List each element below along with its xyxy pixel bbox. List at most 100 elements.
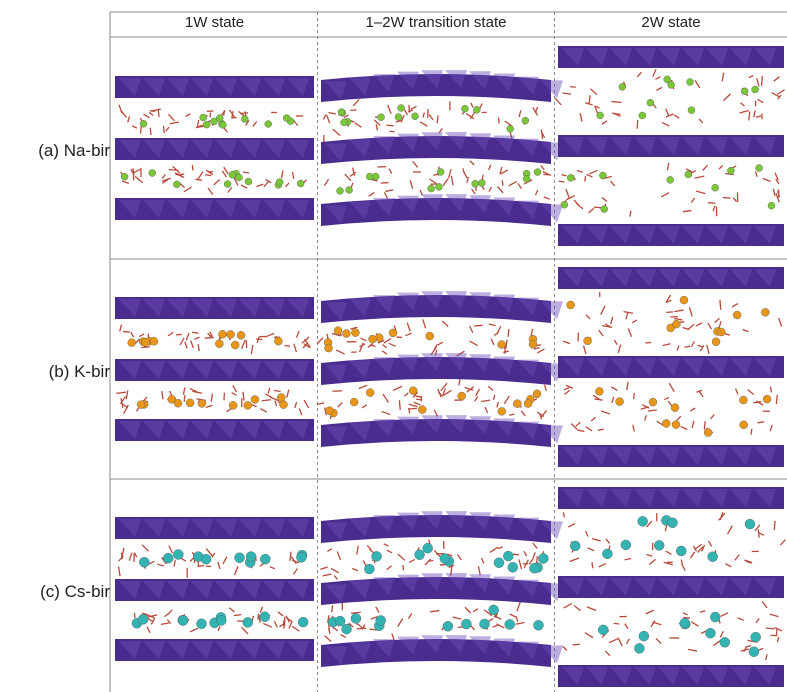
water-molecule	[762, 177, 771, 183]
water-molecule	[643, 415, 647, 421]
water-molecule	[582, 345, 587, 355]
water-molecule	[483, 609, 493, 617]
cation-ion	[236, 331, 246, 340]
octahedron-facet	[706, 358, 728, 376]
cation-ion	[686, 78, 694, 86]
water-molecule	[518, 559, 523, 570]
cation-ion	[504, 619, 515, 630]
octahedron-facet	[239, 299, 261, 317]
octahedron-facet	[119, 78, 141, 96]
octahedron-facet	[167, 421, 189, 439]
water-molecule	[563, 602, 573, 609]
water-molecule	[441, 388, 446, 397]
water-molecule	[265, 393, 273, 399]
cation-ion	[762, 394, 772, 404]
octahedron-facet	[586, 578, 608, 596]
water-molecule	[586, 606, 597, 612]
water-molecule	[611, 112, 621, 117]
water-molecule	[608, 638, 619, 644]
water-molecule	[481, 174, 484, 181]
water-molecule	[194, 336, 200, 340]
water-molecule	[350, 326, 358, 330]
water-molecule	[575, 421, 581, 427]
cation-ion	[210, 117, 218, 126]
water-molecule	[694, 543, 702, 550]
water-molecule	[133, 552, 138, 558]
water-molecule	[542, 171, 552, 177]
clay-layer-k-3-1	[558, 267, 784, 289]
water-molecule	[343, 114, 349, 119]
cation-ion	[235, 173, 243, 182]
water-molecule	[576, 169, 583, 173]
cation-ion	[228, 401, 238, 410]
water-molecule	[688, 307, 693, 317]
water-molecule	[697, 344, 704, 348]
octahedron-facet	[167, 361, 189, 379]
water-molecule	[503, 350, 509, 354]
octahedron-facet	[682, 48, 704, 66]
octahedron-facet	[191, 421, 213, 439]
water-molecule	[293, 343, 298, 353]
cation-ion	[583, 336, 592, 346]
clay-layer-fill	[115, 138, 314, 160]
water-molecule	[488, 164, 492, 171]
clay-layer-fill	[558, 135, 784, 157]
octahedron-facet	[562, 137, 584, 155]
water-molecule	[765, 654, 768, 661]
cation-ion	[599, 171, 607, 180]
water-molecule	[656, 420, 664, 426]
cation-ion	[149, 337, 159, 346]
water-molecule	[209, 331, 213, 337]
octahedron-facet	[682, 578, 704, 596]
octahedron-facet	[586, 226, 608, 244]
water-molecule	[233, 176, 239, 186]
water-molecule	[475, 388, 480, 397]
cation-ion	[436, 168, 445, 176]
water-molecule	[740, 102, 745, 107]
water-molecule	[217, 561, 221, 570]
water-molecule	[400, 114, 405, 123]
octahedron-facet	[658, 137, 680, 155]
water-ion-layer-na-1-1	[118, 104, 304, 135]
water-molecule	[602, 325, 613, 329]
water-molecule	[585, 530, 589, 537]
water-molecule	[625, 638, 630, 645]
water-molecule	[710, 414, 715, 420]
cation-ion	[497, 340, 506, 349]
octahedron-facet	[287, 140, 309, 158]
water-molecule	[699, 610, 706, 613]
water-molecule	[509, 413, 515, 416]
water-molecule	[382, 343, 387, 349]
cation-ion	[703, 428, 713, 437]
water-molecule	[381, 410, 391, 416]
octahedron-facet	[349, 298, 371, 317]
cation-ion	[523, 399, 533, 408]
water-molecule	[204, 174, 212, 177]
octahedron-facet	[754, 578, 776, 596]
water-molecule	[769, 386, 773, 393]
clay-layer-k-1-2	[115, 359, 314, 381]
water-molecule	[405, 332, 412, 337]
water-molecule	[323, 178, 330, 187]
water-molecule	[149, 127, 152, 135]
octahedron-facet	[349, 201, 371, 220]
water-molecule	[366, 545, 372, 551]
cation-ion	[148, 169, 156, 177]
water-molecule	[775, 394, 778, 405]
water-molecule	[197, 564, 205, 568]
water-molecule	[594, 398, 603, 401]
water-molecule	[489, 546, 499, 553]
water-molecule	[231, 392, 237, 396]
water-molecule	[642, 404, 650, 409]
water-ion-layer-k-1-1	[119, 324, 311, 355]
octahedron-facet	[469, 292, 491, 311]
water-molecule	[351, 567, 359, 572]
cation-ion	[620, 539, 632, 551]
water-molecule	[222, 556, 228, 565]
cation-ion	[679, 617, 691, 629]
water-molecule	[507, 328, 510, 337]
water-molecule	[765, 627, 775, 630]
cation-ion	[533, 168, 542, 176]
octahedron-facet	[469, 71, 491, 90]
cation-ion	[662, 419, 671, 428]
